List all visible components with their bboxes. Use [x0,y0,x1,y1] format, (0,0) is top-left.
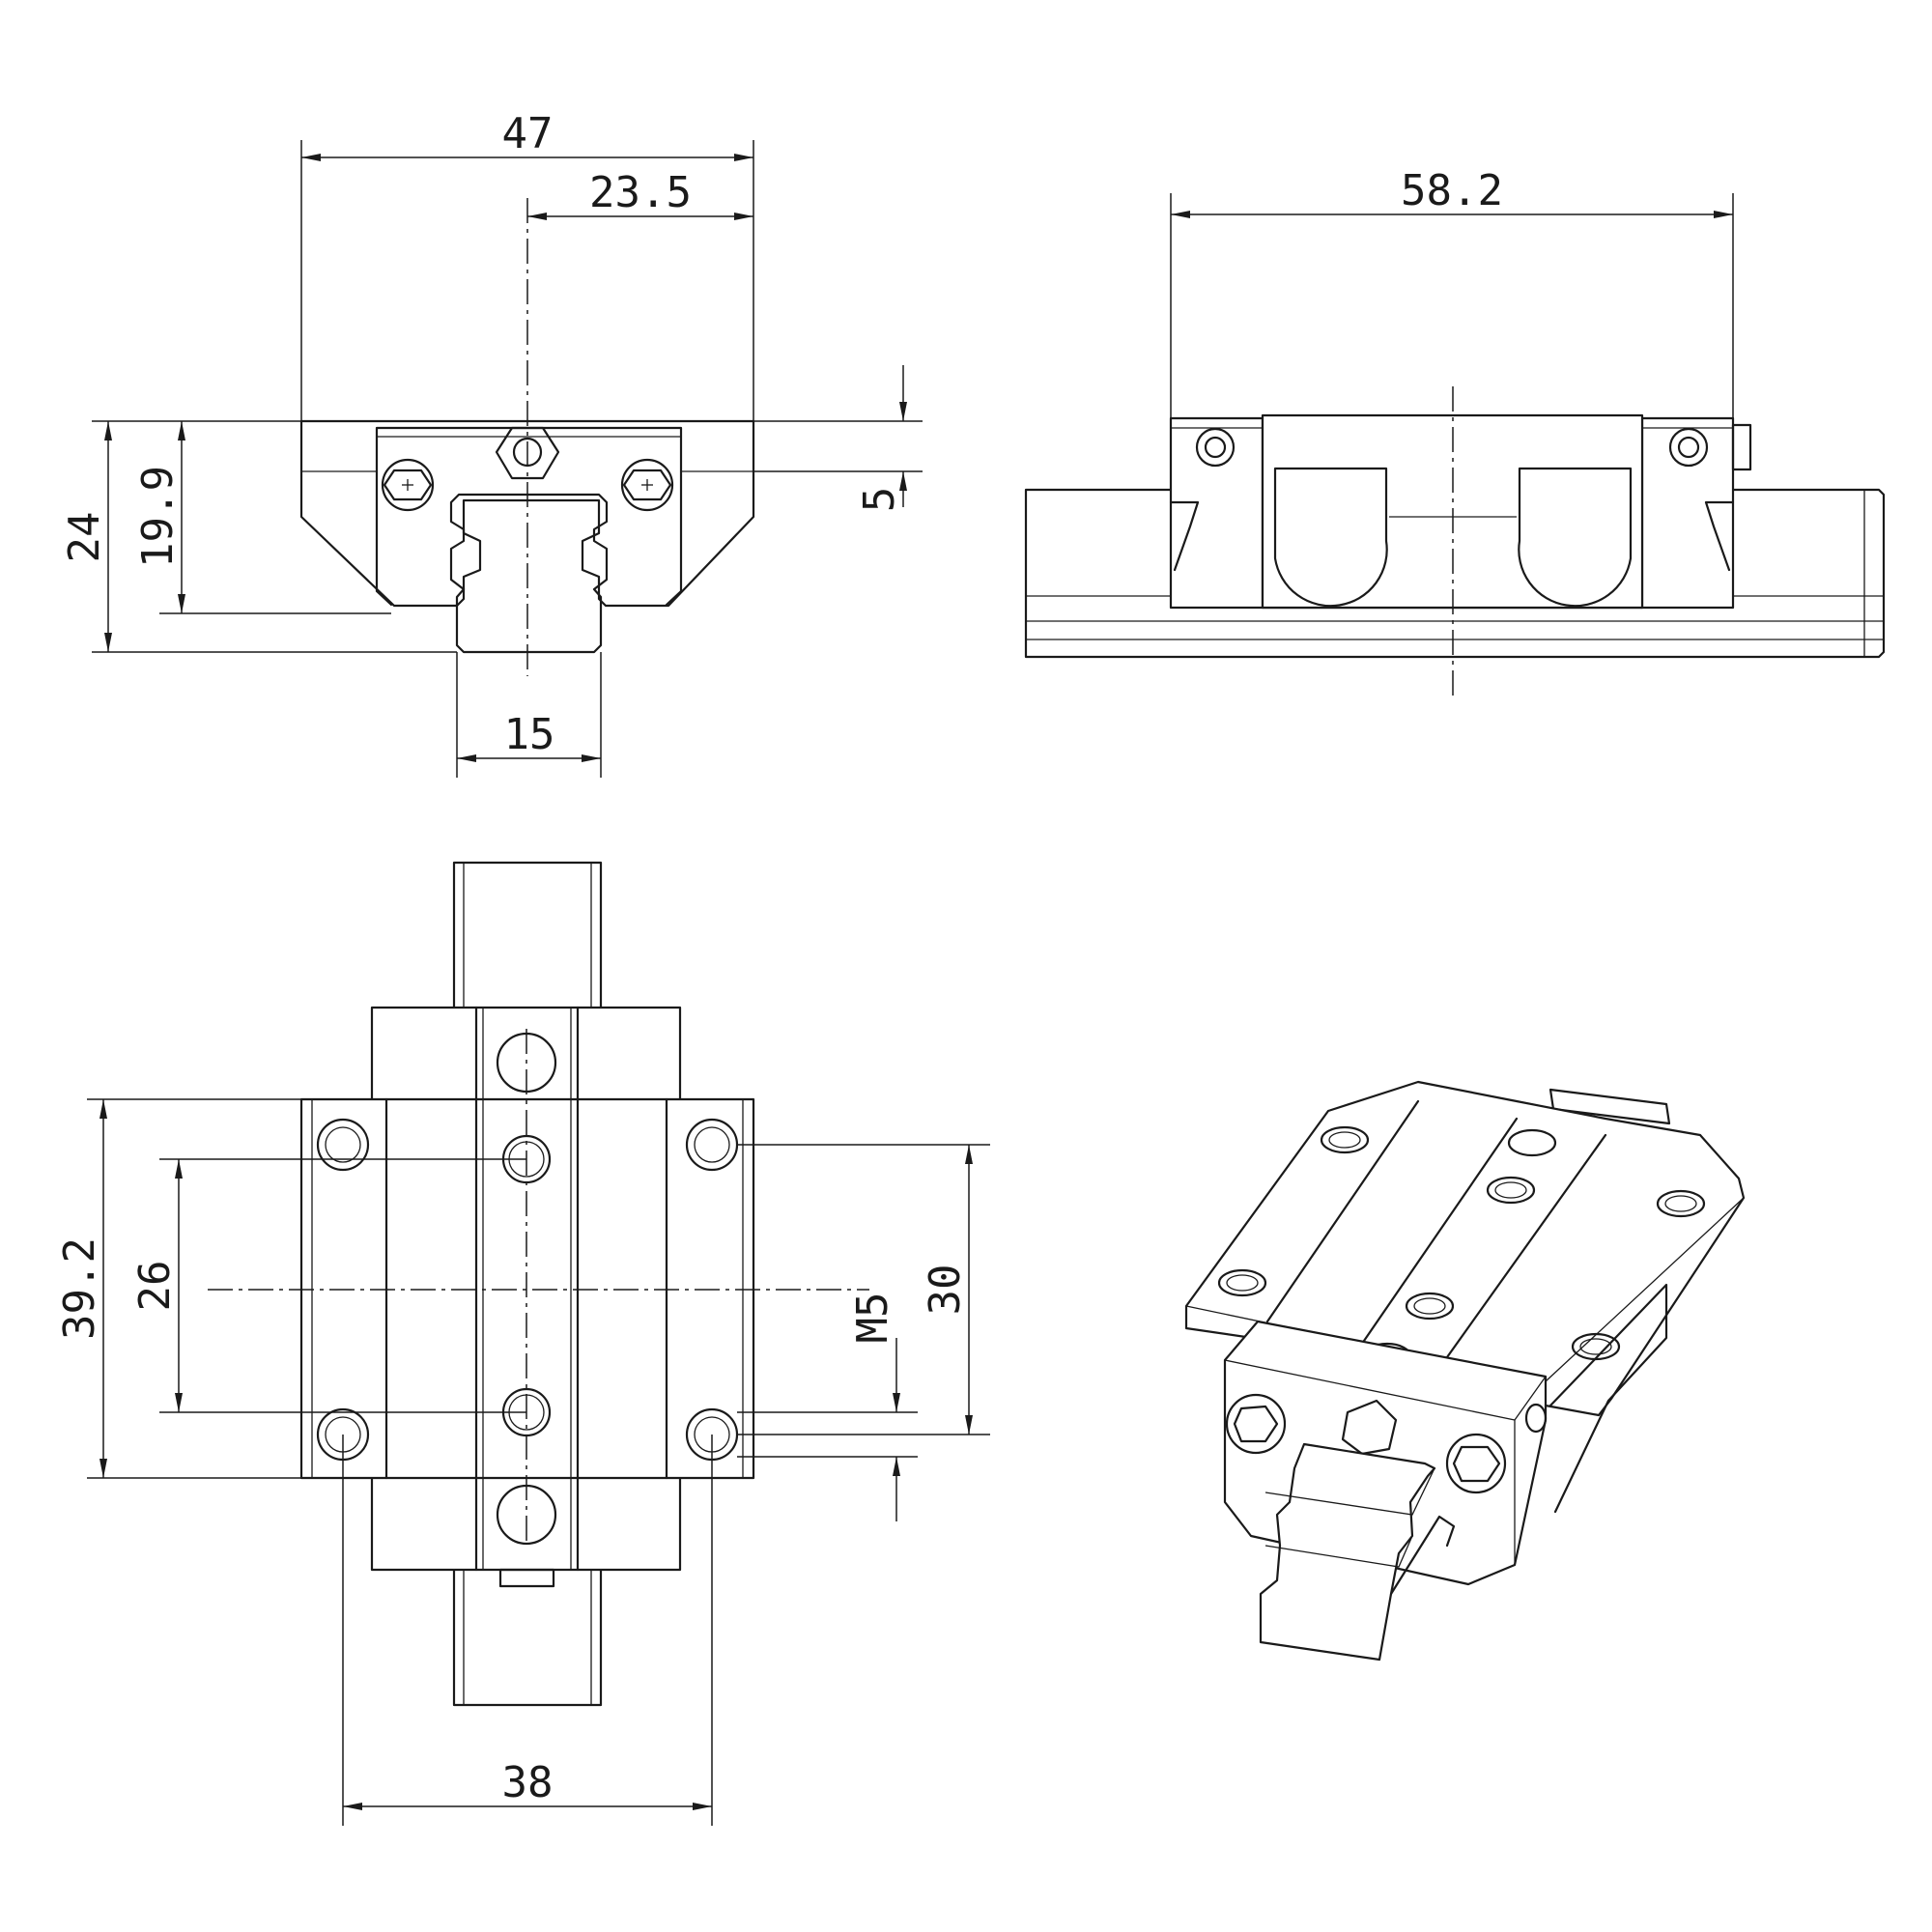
dim-rail-width: 15 [504,710,555,759]
front-carriage-outline [299,419,755,608]
dim-top-hole-spacing-x: 38 [502,1758,554,1807]
isometric-view [1184,1080,1746,1662]
dim-top-hole-pitch-outer: 30 [921,1264,970,1316]
dim-top-length: 39.2 [55,1237,104,1340]
front-rail [449,493,609,654]
top-view: 39.2 26 30 M5 38 [55,861,990,1826]
dim-front-half-width: 23.5 [589,168,692,217]
dim-top-hole-pitch-inner: 26 [130,1261,180,1312]
side-rail [1024,488,1886,659]
front-bolt-right [620,458,674,512]
dim-front-top-offset: 5 [855,487,904,513]
top-carriage-flange [299,1097,755,1480]
dim-front-height-block: 19.9 [133,466,183,568]
front-view: 47 23.5 24 19.9 5 15 [60,109,923,778]
dim-front-width: 47 [502,109,554,158]
dim-front-height-total: 24 [60,512,109,563]
dim-thread-size: M5 [848,1293,897,1344]
front-bolt-left [381,458,435,512]
dim-side-length: 58.2 [1401,166,1503,215]
front-block-inner [375,426,683,607]
side-view: 58.2 [1024,166,1886,696]
